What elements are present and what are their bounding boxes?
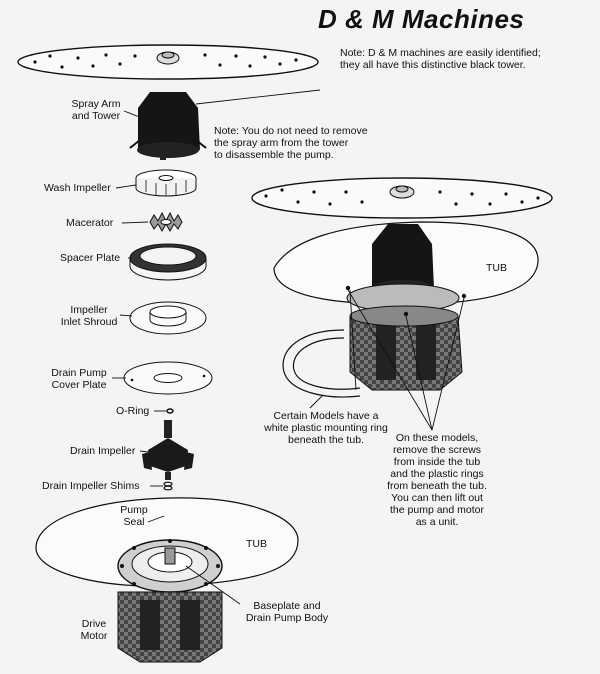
label-drain-impeller-shims: Drain Impeller Shims [42, 480, 140, 492]
label-baseplate: Baseplate and Drain Pump Body [232, 600, 342, 624]
callout-mounting-ring: Certain Models have a white plastic moun… [256, 410, 396, 446]
label-tub-lower: TUB [246, 538, 267, 550]
spray-arm-right [251, 177, 553, 219]
label-o-ring: O-Ring [116, 405, 150, 417]
wash-impeller [135, 169, 197, 197]
right-motor [349, 305, 463, 391]
callout-line: On these models, [395, 432, 479, 444]
note-black-tower-line: Note: D & M machines are easily identifi… [340, 47, 541, 59]
drain-impeller [142, 420, 194, 480]
label-line: Seal [123, 516, 145, 528]
label-line: Cover Plate [51, 379, 107, 391]
callout-line: as a unit. [415, 516, 459, 528]
label-impeller-inlet-shroud: Impeller Inlet Shroud [54, 304, 124, 328]
note-black-tower: Note: D & M machines are easily identifi… [340, 47, 541, 71]
callout-line: the pump and motor [390, 504, 484, 516]
impeller-inlet-shroud [129, 301, 207, 335]
right-tower [346, 224, 460, 313]
label-line: and Tower [71, 110, 121, 122]
callout-remove-screws: On these models, remove the screws from … [372, 432, 502, 528]
tub-screws [345, 285, 467, 317]
callout-line: You can then lift out [391, 492, 483, 504]
drive-motor [117, 591, 223, 663]
mounting-ring [282, 329, 361, 398]
callout-line: beneath the tub. [288, 434, 364, 446]
label-drain-pump-cover-plate: Drain Pump Cover Plate [46, 367, 112, 391]
note-spray-arm-line: the spray arm from the tower [214, 137, 349, 149]
label-spray-arm-tower: Spray Arm and Tower [66, 98, 126, 122]
note-spray-arm-line: to disassemble the pump. [214, 149, 334, 161]
callout-line: remove the screws [392, 444, 482, 456]
label-line: Drain Pump Body [245, 612, 329, 624]
spacer-plate [129, 243, 207, 281]
label-pump-seal: Pump Seal [114, 504, 154, 528]
leader-lines [112, 89, 465, 605]
callout-line: from beneath the tub. [387, 480, 487, 492]
callout-line: and the plastic rings [390, 468, 484, 480]
page-title: D & M Machines [318, 4, 525, 34]
label-drive-motor: Drive Motor [74, 618, 114, 642]
label-drain-impeller: Drain Impeller [70, 445, 136, 457]
note-spray-arm: Note: You do not need to remove the spra… [214, 125, 368, 161]
callout-line: Certain Models have a [273, 410, 379, 422]
callout-line: white plastic mounting ring [264, 422, 388, 434]
baseplate [117, 539, 223, 593]
label-wash-impeller: Wash Impeller [44, 182, 111, 194]
label-line: Spray Arm [71, 98, 121, 110]
o-ring [166, 408, 174, 414]
label-line: Inlet Shroud [60, 316, 118, 328]
black-tower [129, 92, 207, 160]
label-line: Drive [81, 618, 107, 630]
note-black-tower-line: they all have this distinctive black tow… [340, 59, 526, 71]
spray-arm-top [17, 44, 319, 80]
label-line: Impeller [70, 304, 108, 316]
drain-impeller-shims [163, 481, 173, 491]
label-line: Motor [80, 630, 108, 642]
label-spacer-plate: Spacer Plate [60, 252, 121, 264]
note-spray-arm-line: Note: You do not need to remove [214, 125, 368, 137]
label-line: Drain Pump [51, 367, 107, 379]
label-line: Baseplate and [253, 600, 321, 612]
drain-pump-cover-plate [123, 361, 213, 395]
label-tub-upper: TUB [486, 262, 507, 274]
macerator [149, 211, 183, 233]
label-line: Pump [120, 504, 148, 516]
label-macerator: Macerator [66, 217, 114, 229]
callout-line: from inside the tub [393, 456, 481, 468]
